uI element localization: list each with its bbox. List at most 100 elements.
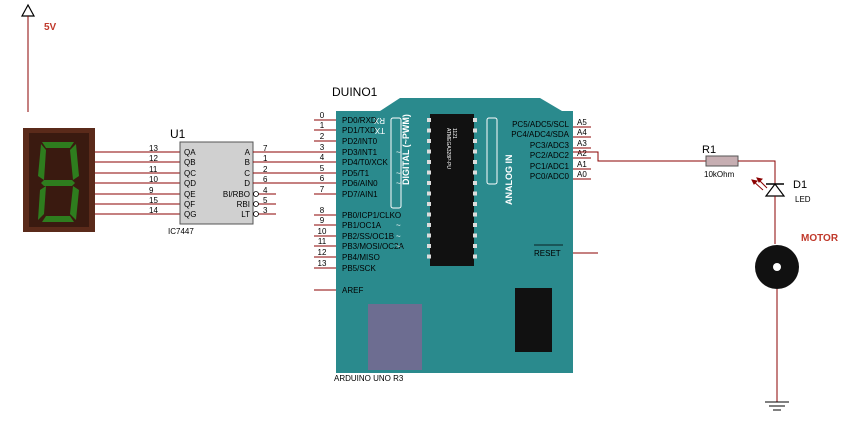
- resistor-value: 10kOhm: [704, 170, 735, 179]
- decoder-pin-number: 11: [149, 165, 158, 174]
- chip-pin: [473, 212, 477, 217]
- usb-connector: [368, 304, 422, 370]
- motor[interactable]: MOTOR: [755, 233, 839, 402]
- chip-pin: [473, 254, 477, 259]
- led-d1[interactable]: D1 LED: [751, 177, 811, 244]
- chip-pin: [427, 191, 431, 196]
- resistor-r1[interactable]: R1 10kOhm: [702, 144, 776, 184]
- arduino-pin-number: 5: [320, 164, 325, 173]
- chip-label: ATMEGA328P-PU: [445, 128, 451, 169]
- decoder-pin-name: QA: [184, 148, 196, 157]
- led-ref: D1: [793, 179, 807, 191]
- arduino-pin-name: PD7/AIN1: [342, 190, 378, 199]
- arduino-pin-number: 4: [320, 153, 325, 162]
- led-light-arrows-icon: [751, 177, 768, 191]
- segment-a: [42, 142, 74, 148]
- decoder-pin-name: QF: [184, 200, 195, 209]
- chip-pin: [427, 181, 431, 185]
- chip-pin: [473, 233, 477, 238]
- pwm-tilde: ~: [396, 148, 401, 157]
- chip-pin: [427, 149, 431, 154]
- decoder-pin-number: 3: [263, 206, 268, 215]
- decoder-pin-name: QC: [184, 169, 196, 178]
- chip-pin: [427, 254, 431, 259]
- segment-f: [38, 144, 46, 180]
- arduino-pin-name: PD0/RXD: [342, 116, 377, 125]
- chip-pin: [427, 223, 431, 227]
- segment-d: [42, 216, 74, 222]
- analog-pin-name: PC1/ADC1: [530, 162, 570, 171]
- decoder-pin-name: C: [244, 169, 250, 178]
- analog-pin-name: PC4/ADC4/SDA: [511, 130, 569, 139]
- pwm-tilde: ~: [396, 169, 401, 178]
- decoder-pin-number: 5: [263, 196, 268, 205]
- decoder-pin-number: 2: [263, 165, 268, 174]
- arduino-pin-name: PB1/OC1A: [342, 221, 382, 230]
- decoder-body: [179, 141, 254, 225]
- mcu-chip: [430, 114, 474, 266]
- decoder-pin-name: QD: [184, 179, 196, 188]
- decoder-pin-number: 4: [263, 186, 268, 195]
- motor-shaft-icon: [773, 263, 781, 271]
- analog-label: ANALOG IN: [504, 155, 514, 206]
- rx-label: RX: [373, 116, 385, 125]
- reset-label: RESET: [534, 249, 561, 258]
- chip-pin: [473, 244, 477, 248]
- led-type: LED: [795, 195, 811, 204]
- decoder-pin-number: 1: [263, 154, 268, 163]
- resistor-ref: R1: [702, 144, 716, 156]
- chip-pin: [473, 118, 477, 122]
- analog-pin-number: A0: [577, 170, 587, 179]
- chip-pin: [427, 212, 431, 217]
- arduino-pin-name: PB0/ICP1/CLKO: [342, 211, 401, 220]
- segment-g: [41, 180, 75, 186]
- seven-segment-display[interactable]: [23, 128, 180, 232]
- chip-pin: [427, 160, 431, 164]
- resistor-body: [705, 155, 739, 167]
- arduino-pin-number: 1: [320, 121, 325, 130]
- power-terminal[interactable]: 5V: [20, 3, 57, 112]
- chip-pin: [473, 191, 477, 196]
- aref-label: AREF: [342, 286, 363, 295]
- analog-pin-name: PC3/ADC3: [530, 141, 570, 150]
- analog-pin-number: A4: [577, 128, 587, 137]
- power-arrow-icon: [20, 3, 36, 17]
- chip-pin: [427, 233, 431, 238]
- arduino-pin-name: PB5/SCK: [342, 264, 376, 273]
- pwm-tilde: ~: [396, 242, 401, 251]
- chip-number: 1121: [451, 128, 457, 139]
- decoder-pin-name: LT: [241, 210, 250, 219]
- arduino-pin-name: PD1/TXD: [342, 126, 376, 135]
- power-jack: [515, 288, 552, 352]
- chip-pin: [427, 128, 431, 133]
- decoder-pin-name: QE: [184, 190, 196, 199]
- decoder-pin-name: A: [245, 148, 251, 157]
- diode-icon: [764, 183, 786, 197]
- decoder-pin-number: 14: [149, 206, 158, 215]
- digit-segments: [38, 142, 79, 222]
- pwm-tilde: ~: [396, 179, 401, 188]
- analog-pin-number: A3: [577, 139, 587, 148]
- tx-label: TX: [374, 126, 385, 135]
- analog-pin-name: PC5/ADC5/SCL: [512, 120, 569, 129]
- chip-pin: [473, 149, 477, 154]
- decoder-ref: U1: [170, 127, 186, 141]
- arduino-pin-name: PD4/T0/XCK: [342, 158, 388, 167]
- arduino-pin-number: 9: [320, 216, 325, 225]
- chip-pin: [427, 139, 431, 143]
- decoder-pin-name: RBI: [237, 200, 250, 209]
- chip-pin: [473, 223, 477, 227]
- chip-pin: [427, 202, 431, 206]
- inversion-bubble-icon: [253, 211, 259, 217]
- arduino-pin-name: PB4/MISO: [342, 253, 380, 262]
- pwm-tilde: ~: [396, 232, 401, 241]
- arduino-ref: DUINO1: [332, 85, 378, 99]
- arduino-pin-number: 8: [320, 206, 325, 215]
- arduino-pin-number: 3: [320, 143, 325, 152]
- ground-icon: [765, 401, 789, 411]
- decoder-pin-name: BI/RBO: [223, 190, 250, 199]
- arduino-board[interactable]: DUINO1 1121 ATMEGA328P-PU DIGITAL (~PWM)…: [314, 85, 598, 383]
